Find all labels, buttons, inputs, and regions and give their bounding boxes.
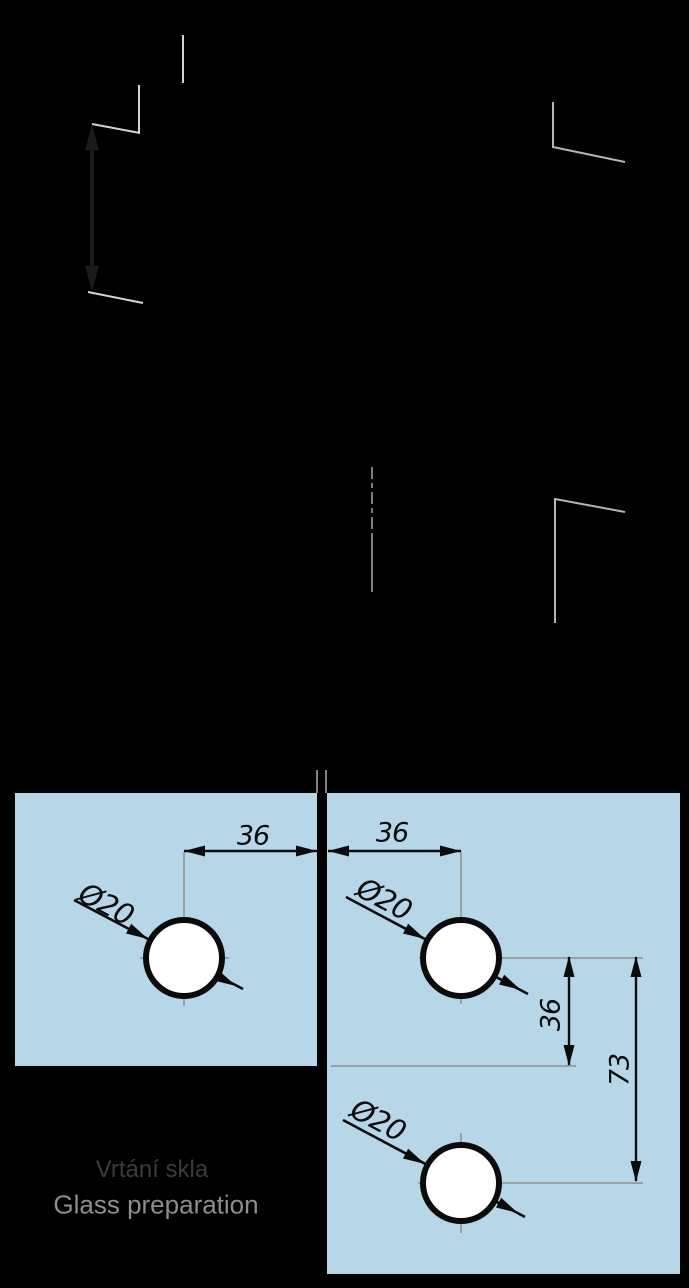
arrowhead-dia3-end	[496, 1197, 518, 1213]
arrowhead-36-left-b	[296, 845, 317, 857]
hinge-highlight-slant-upper	[91, 123, 141, 134]
arrowhead-36-vert-bottom	[563, 1045, 575, 1066]
arrowhead-dia2-edge	[403, 923, 425, 939]
hinge-highlight-slant-lower	[87, 291, 144, 304]
caption-english: Glass preparation	[53, 1189, 259, 1220]
glass-panel-right	[327, 793, 680, 1274]
drill-hole-2	[420, 917, 502, 999]
arrowhead-36-right-b	[440, 845, 461, 857]
arrowhead-dia1-end	[214, 970, 236, 986]
arrowhead-dia1-edge	[126, 923, 148, 939]
arrowhead-73-bottom	[630, 1161, 642, 1182]
dim-text-36-vertical: 36	[536, 999, 567, 1031]
arrowhead-dia2-end	[499, 974, 521, 990]
hinge-edge-right-top-slant	[552, 146, 626, 163]
hinge-edge-right-mid-slant	[554, 498, 626, 513]
arrowhead-36-left-a	[184, 845, 205, 857]
height-arrowhead-up	[85, 124, 99, 150]
drill-hole-3	[420, 1142, 502, 1224]
drill-hole-1	[143, 917, 225, 999]
arrowhead-dia3-edge	[403, 1148, 425, 1164]
arrowhead-36-right-a	[328, 845, 349, 857]
arrowhead-73-top	[630, 956, 642, 977]
dim-text-36-right: 36	[376, 818, 408, 849]
dim-text-36-left: 36	[237, 821, 269, 852]
arrowhead-36-vert-top	[563, 956, 575, 977]
height-arrowhead-down	[85, 266, 99, 292]
dim-text-73: 73	[605, 1054, 636, 1086]
caption-czech: Vrtání skla	[95, 1156, 209, 1183]
